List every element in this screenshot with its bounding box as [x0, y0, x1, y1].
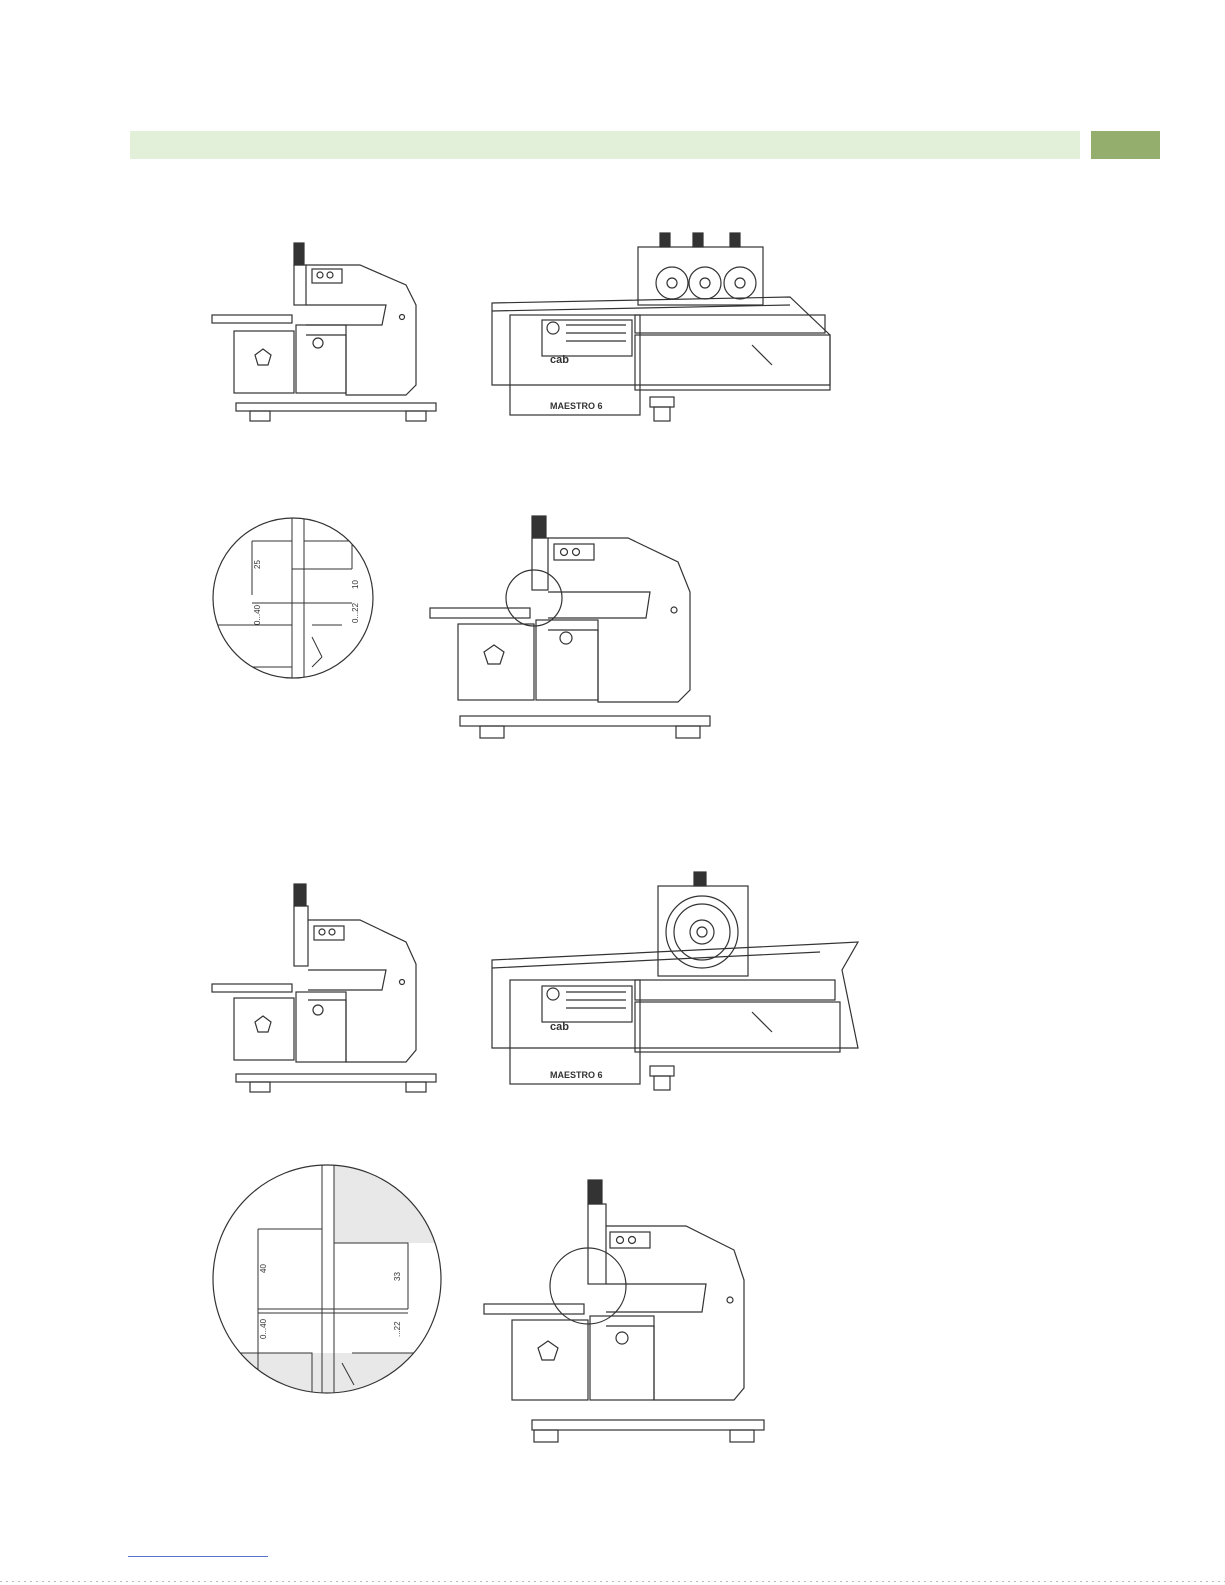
- model-label: MAESTRO 6: [550, 1070, 603, 1080]
- dimension-label: 0...40: [259, 1318, 268, 1339]
- dimension-label: ...22: [393, 1321, 402, 1337]
- figure-side-view-1: [210, 235, 450, 430]
- dimension-label: 10: [351, 580, 360, 589]
- figure-side-view-detail-1: [428, 512, 716, 744]
- dimension-label: 0...22: [351, 602, 360, 623]
- brand-logo-text: cab: [550, 1021, 569, 1033]
- brand-logo-text: cab: [550, 354, 569, 366]
- dimension-label: 40: [259, 1264, 268, 1273]
- dimension-label: 33: [393, 1272, 402, 1281]
- footer-link-underline[interactable]: [128, 1556, 268, 1557]
- footer-dotted-rule: [0, 1581, 1225, 1582]
- figure-front-view-2: cab MAESTRO 6: [490, 870, 860, 1098]
- dimension-label: 25: [253, 560, 262, 569]
- figure-detail-circle-1: 25 10 0...40 0...22: [212, 517, 374, 679]
- figure-front-view-1: cab MAESTRO 6: [490, 225, 850, 430]
- figure-side-view-detail-2: [482, 1176, 768, 1448]
- figure-detail-circle-2: 40 33 0...40 ...22: [212, 1163, 442, 1395]
- dimension-label: 0...40: [253, 604, 262, 625]
- section-header-tab: [1091, 131, 1160, 159]
- figure-side-view-2: [210, 880, 450, 1098]
- section-header-bar: [130, 131, 1080, 159]
- model-label: MAESTRO 6: [550, 401, 603, 411]
